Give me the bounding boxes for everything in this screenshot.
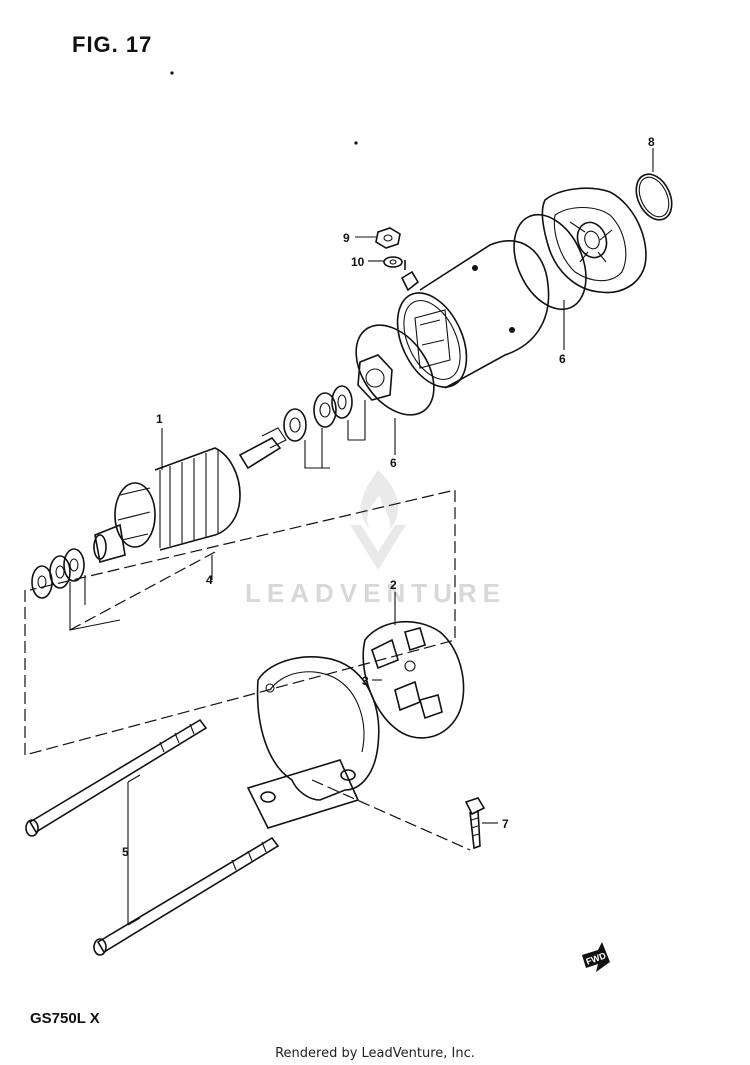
part-1-armature[interactable] [93, 427, 287, 564]
figure-title: FIG. 17 [72, 32, 153, 57]
shaft-washers-front[interactable] [31, 548, 85, 599]
model-label: GS750L X [30, 1010, 100, 1027]
part-5-through-bolt-upper[interactable] [25, 718, 208, 837]
callout-3: 3 [362, 674, 369, 688]
callout-10: 10 [351, 255, 365, 269]
shaft-washers-rear[interactable] [283, 385, 353, 442]
part-8-o-ring[interactable] [629, 168, 678, 225]
part-9-nut[interactable] [375, 227, 401, 249]
part-5-through-bolt-lower[interactable] [93, 836, 280, 956]
callout-2: 2 [390, 578, 397, 592]
motor-yoke-housing[interactable] [384, 240, 550, 398]
front-housing-cover[interactable] [246, 656, 380, 829]
forward-direction-badge: FWD [582, 942, 610, 972]
footer-credit: Rendered by LeadVenture, Inc. [275, 1046, 475, 1061]
rear-end-cover[interactable] [541, 187, 647, 294]
callout-9: 9 [343, 231, 350, 245]
callout-6-front: 6 [390, 456, 397, 470]
callout-6-rear: 6 [559, 352, 566, 366]
part-6-o-ring-front[interactable] [340, 311, 450, 430]
lock-plate[interactable] [357, 354, 393, 401]
callout-5: 5 [122, 845, 129, 859]
callout-1: 1 [156, 412, 163, 426]
callout-4: 4 [206, 573, 213, 587]
callout-7: 7 [502, 817, 509, 831]
watermark-text: LEADVENTURE [245, 578, 507, 608]
part-6-o-ring-rear[interactable] [500, 203, 600, 321]
part-7-bolt[interactable] [464, 797, 486, 850]
watermark-logo [350, 470, 406, 570]
terminal-post[interactable] [400, 260, 420, 292]
callout-8: 8 [648, 135, 655, 149]
part-10-washer[interactable] [383, 256, 403, 268]
